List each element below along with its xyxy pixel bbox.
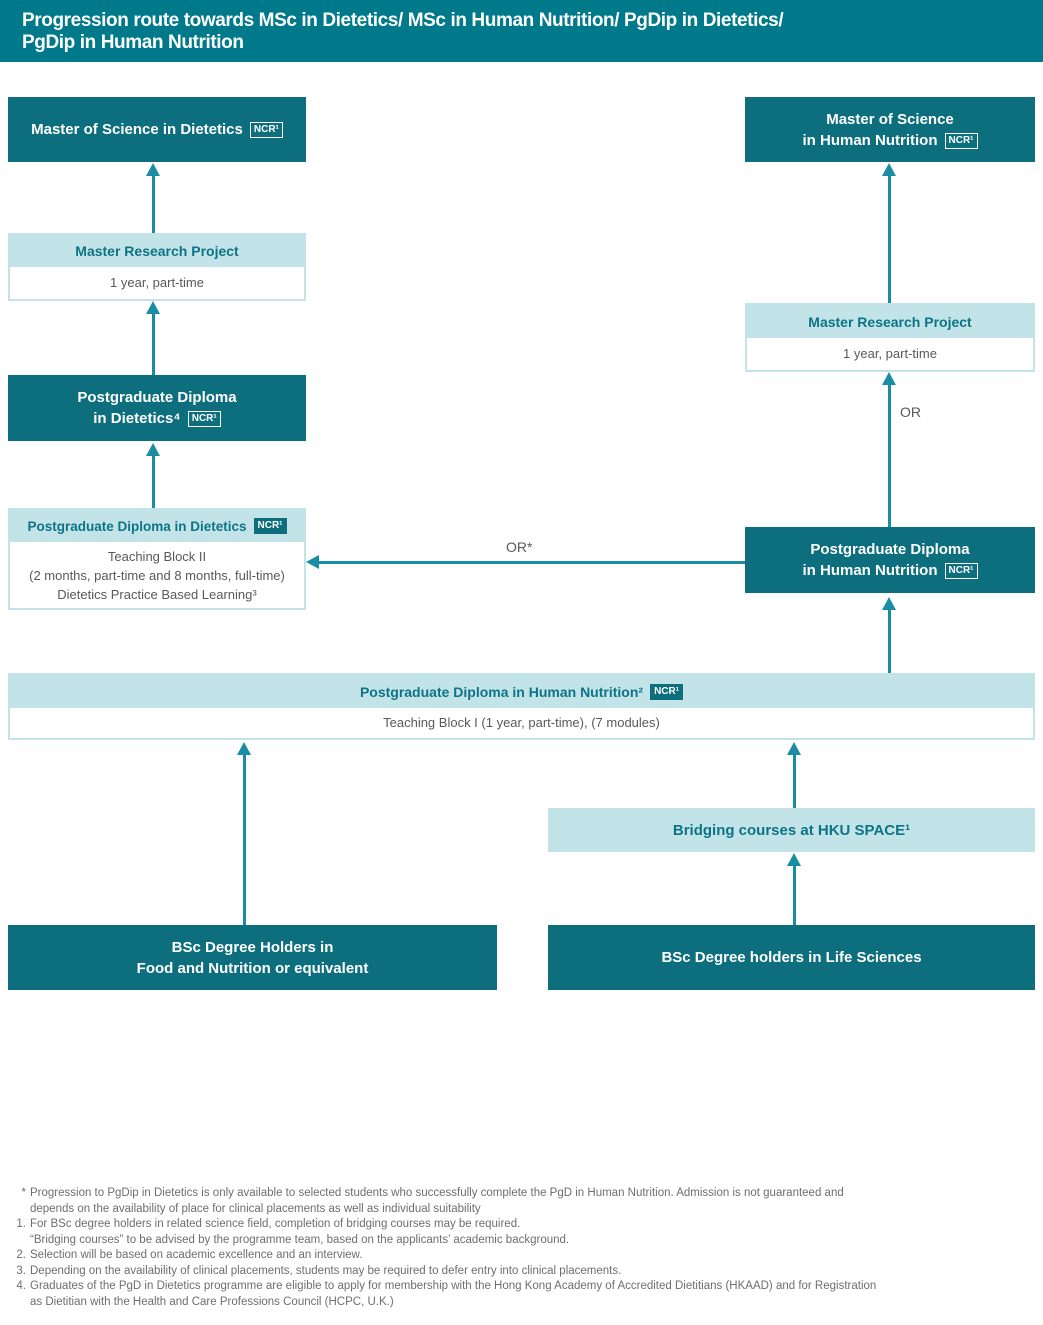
box-msc-hn-line1: Master of Science — [826, 110, 954, 128]
arrow-bsc-food-to-wide — [243, 753, 246, 925]
arrowhead-up-icon — [237, 742, 251, 755]
ncr-badge: NCR¹ — [187, 411, 221, 427]
box-mrp-left-body: 1 year, part-time — [10, 267, 304, 299]
box-pgdip-dietetics-award-line2: in Dietetics⁴ NCR¹ — [93, 408, 221, 429]
arrowhead-left-icon — [306, 555, 319, 569]
footnote-marker: 1. — [16, 1218, 26, 1230]
box-pgdip-hn-line2: in Human Nutrition NCR¹ — [803, 560, 978, 581]
or-label: OR — [900, 404, 921, 420]
box-pgdip-human-nutrition-programme: Postgraduate Diploma in Human Nutrition²… — [8, 673, 1035, 740]
ncr-badge: NCR¹ — [944, 563, 978, 579]
footnote-text: For BSc degree holders in related scienc… — [30, 1218, 570, 1246]
footnote-2: 2. Selection will be based on academic e… — [12, 1248, 1028, 1264]
box-master-research-project-right: Master Research Project 1 year, part-tim… — [745, 303, 1035, 372]
arrow-mrp-to-msc-hn — [888, 174, 891, 303]
box-bsc-life-sciences: BSc Degree holders in Life Sciences — [548, 925, 1035, 990]
box-msc-dietetics-text: Master of Science in Dietetics — [31, 121, 243, 138]
box-msc-dietetics: Master of Science in Dietetics NCR¹ — [8, 97, 306, 162]
box-pgdip-hn-wide-header-text: Postgraduate Diploma in Human Nutrition² — [359, 683, 644, 700]
footnote-marker: * — [21, 1187, 26, 1199]
ncr-badge: NCR¹ — [650, 683, 684, 700]
box-msc-dietetics-title: Master of Science in Dietetics NCR¹ — [31, 119, 283, 140]
pgdip-dietetics-body-line2: (2 months, part-time and 8 months, full-… — [29, 567, 285, 583]
footnote-text: Progression to PgDip in Dietetics is onl… — [30, 1187, 844, 1215]
footnote-3: 3. Depending on the availability of clin… — [12, 1264, 1028, 1280]
footnote-text: Selection will be based on academic exce… — [30, 1249, 363, 1261]
ncr-badge: NCR¹ — [944, 132, 978, 149]
box-pgdip-hn-line1: Postgraduate Diploma — [810, 541, 970, 558]
footnote-4: 4. Graduates of the PgD in Dietetics pro… — [12, 1279, 1028, 1310]
footnote-text: Graduates of the PgD in Dietetics progra… — [30, 1280, 877, 1308]
footnote-1: 1. For BSc degree holders in related sci… — [12, 1217, 1028, 1248]
box-msc-hn-line2: in Human Nutrition NCR¹ — [803, 130, 978, 151]
arrowhead-up-icon — [146, 443, 160, 456]
arrowhead-up-icon — [882, 372, 896, 385]
box-pgdip-hn-wide-body: Teaching Block I (1 year, part-time), (7… — [10, 708, 1033, 738]
arrow-pgdipd-award-to-mrp-left — [152, 312, 155, 375]
arrowhead-up-icon — [787, 853, 801, 866]
pgdip-dietetics-body-line1: Teaching Block II — [107, 548, 207, 564]
arrow-bsc-life-to-bridging — [793, 864, 796, 925]
arrow-pgdipd-to-pgdipd-award — [152, 454, 155, 508]
page-title-line1: Progression route towards MSc in Dieteti… — [22, 10, 784, 31]
footnotes: * Progression to PgDip in Dietetics is o… — [12, 1186, 1028, 1310]
arrowhead-up-icon — [787, 742, 801, 755]
arrow-pgdiphn-to-pgdipd — [319, 561, 745, 564]
box-pgdip-dietetics-header-text: Postgraduate Diploma in Dietetics — [27, 518, 247, 534]
box-msc-hn-text: in Human Nutrition — [802, 131, 938, 149]
or-star-label: OR* — [506, 539, 533, 555]
arrow-mrp-to-msc-dietetics — [152, 174, 155, 233]
footnote-marker: 3. — [16, 1264, 26, 1277]
ncr-badge: NCR¹ — [253, 518, 287, 534]
box-mrp-right-header: Master Research Project — [747, 305, 1033, 338]
box-master-research-project-left: Master Research Project 1 year, part-tim… — [8, 233, 306, 301]
page-title-line2: PgDip in Human Nutrition — [22, 32, 244, 53]
footnote-text: Depending on the availability of clinica… — [30, 1264, 622, 1277]
box-pgdip-human-nutrition: Postgraduate Diploma in Human Nutrition N… — [745, 527, 1035, 593]
arrowhead-up-icon — [882, 163, 896, 176]
box-pgdip-hn-text: in Human Nutrition — [802, 562, 938, 579]
arrowhead-up-icon — [146, 301, 160, 314]
box-bridging-courses: Bridging courses at HKU SPACE¹ — [548, 808, 1035, 852]
box-bsc-food-nutrition: BSc Degree Holders in Food and Nutrition… — [8, 925, 497, 990]
box-bsc-food-line2: Food and Nutrition or equivalent — [136, 959, 369, 977]
box-pgdip-hn-wide-header: Postgraduate Diploma in Human Nutrition²… — [10, 675, 1033, 708]
box-pgdip-dietetics-award-line1: Postgraduate Diploma — [77, 389, 237, 406]
arrowhead-up-icon — [882, 597, 896, 610]
arrowhead-up-icon — [146, 163, 160, 176]
box-pgdip-dietetics-body: Teaching Block II (2 months, part-time a… — [10, 542, 304, 608]
box-msc-human-nutrition: Master of Science in Human Nutrition NCR¹ — [745, 97, 1035, 162]
box-bsc-food-line1: BSc Degree Holders in — [171, 938, 334, 956]
arrow-pgdiphn-to-mrp-right — [888, 383, 891, 527]
ncr-badge: NCR¹ — [249, 122, 283, 138]
box-pgdip-dietetics-award: Postgraduate Diploma in Dietetics⁴ NCR¹ — [8, 375, 306, 441]
box-pgdip-dietetics-award-text: in Dietetics⁴ — [93, 410, 181, 427]
arrow-wide-to-pgdiphn — [888, 608, 891, 673]
box-mrp-left-header: Master Research Project — [10, 235, 304, 267]
footnote-marker: 2. — [16, 1249, 26, 1261]
page-title: Progression route towards MSc in Dieteti… — [0, 0, 1043, 62]
box-pgdip-dietetics-programme: Postgraduate Diploma in Dietetics NCR¹ Te… — [8, 508, 306, 610]
box-mrp-right-body: 1 year, part-time — [747, 338, 1033, 370]
footnote-marker: 4. — [16, 1280, 26, 1292]
arrow-bridging-to-wide — [793, 753, 796, 808]
box-pgdip-dietetics-header: Postgraduate Diploma in Dietetics NCR¹ — [10, 510, 304, 542]
pgdip-dietetics-body-line3: Dietetics Practice Based Learning³ — [57, 586, 257, 602]
footnote-star: * Progression to PgDip in Dietetics is o… — [12, 1186, 1028, 1217]
